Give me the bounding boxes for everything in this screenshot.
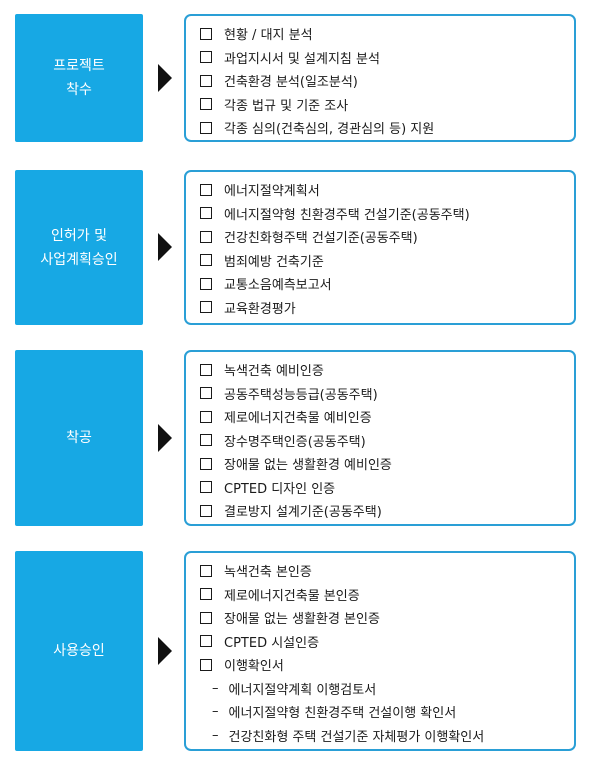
- checkbox-icon[interactable]: [200, 564, 212, 577]
- stage-label-text: 사용승인: [53, 643, 105, 659]
- checklist-sub-item: –건강친화형 주택 건설기준 자체평가 이행확인서: [212, 727, 485, 745]
- checkbox-icon[interactable]: [200, 387, 212, 400]
- arrow-right-icon: [158, 233, 172, 261]
- checkbox-icon[interactable]: [200, 207, 212, 220]
- arrow-right-icon: [158, 424, 172, 452]
- checklist-item: 녹색건축 본인증: [200, 559, 574, 583]
- checkbox-icon[interactable]: [200, 98, 212, 111]
- dash-bullet-icon: –: [212, 727, 219, 743]
- checklist-item: CPTED 시설인증: [200, 630, 574, 654]
- checklist-item: 장애물 없는 생활환경 예비인증: [200, 452, 574, 476]
- dash-bullet-icon: –: [212, 680, 219, 696]
- dash-bullet-icon: –: [212, 704, 219, 720]
- checklist-item: 공동주택성능등급(공동주택): [200, 382, 574, 406]
- stage-label-construction-start: 착공: [15, 350, 143, 526]
- checklist-item: 제로에너지건축물 예비인증: [200, 405, 574, 429]
- checkbox-icon[interactable]: [200, 183, 212, 196]
- checkbox-icon[interactable]: [200, 481, 212, 494]
- checklist-box-project-start: 현황 / 대지 분석 과업지시서 및 설계지침 분석 건축환경 분석(일조분석)…: [184, 14, 576, 142]
- checkbox-icon[interactable]: [200, 121, 212, 134]
- checklist-item: 장수명주택인증(공동주택): [200, 429, 574, 453]
- checklist-box-permit-approval: 에너지절약계획서 에너지절약형 친환경주택 건설기준(공동주택) 건강친화형주택…: [184, 170, 576, 325]
- checklist-item: 녹색건축 예비인증: [200, 358, 574, 382]
- stage-label-project-start: 프로젝트 착수: [15, 14, 143, 142]
- checkbox-icon[interactable]: [200, 434, 212, 447]
- stage-label-text: 인허가 및 사업계획승인: [40, 227, 118, 268]
- stage-label-text: 착공: [66, 430, 92, 446]
- checkbox-icon[interactable]: [200, 504, 212, 517]
- checklist-item: 과업지시서 및 설계지침 분석: [200, 46, 574, 70]
- checklist-item: 현황 / 대지 분석: [200, 22, 574, 46]
- checkbox-icon[interactable]: [200, 277, 212, 290]
- checkbox-icon[interactable]: [200, 635, 212, 648]
- checkbox-icon[interactable]: [200, 588, 212, 601]
- checklist-item: 에너지절약형 친환경주택 건설기준(공동주택): [200, 202, 574, 226]
- arrow-right-icon: [158, 637, 172, 665]
- checklist-item: 건강친화형주택 건설기준(공동주택): [200, 225, 574, 249]
- checklist-item: 범죄예방 건축기준: [200, 249, 574, 273]
- checkbox-icon[interactable]: [200, 230, 212, 243]
- checkbox-icon[interactable]: [200, 51, 212, 64]
- checkbox-icon[interactable]: [200, 74, 212, 87]
- stage-label-use-approval: 사용승인: [15, 551, 143, 751]
- checkbox-icon[interactable]: [200, 27, 212, 40]
- checklist-box-use-approval: 녹색건축 본인증 제로에너지건축물 본인증 장애물 없는 생활환경 본인증 CP…: [184, 551, 576, 751]
- checkbox-icon[interactable]: [200, 658, 212, 671]
- checkbox-icon[interactable]: [200, 611, 212, 624]
- checkbox-icon[interactable]: [200, 254, 212, 267]
- checklist-item: 이행확인서: [200, 653, 574, 677]
- checklist-item: 교통소음예측보고서: [200, 272, 574, 296]
- stage-label-permit-approval: 인허가 및 사업계획승인: [15, 170, 143, 325]
- checklist-item: 장애물 없는 생활환경 본인증: [200, 606, 574, 630]
- checklist-item: 제로에너지건축물 본인증: [200, 583, 574, 607]
- checkbox-icon[interactable]: [200, 363, 212, 376]
- arrow-right-icon: [158, 64, 172, 92]
- checklist-item: 결로방지 설계기준(공동주택): [200, 499, 574, 523]
- checklist-item: 에너지절약계획서: [200, 178, 574, 202]
- checklist-item: CPTED 디자인 인증: [200, 476, 574, 500]
- checklist-item: 각종 심의(건축심의, 경관심의 등) 지원: [200, 116, 574, 140]
- checkbox-icon[interactable]: [200, 457, 212, 470]
- checklist-item: 교육환경평가: [200, 296, 574, 320]
- stage-label-text: 프로젝트 착수: [53, 58, 105, 98]
- checkbox-icon[interactable]: [200, 301, 212, 314]
- checkbox-icon[interactable]: [200, 410, 212, 423]
- checklist-item: 건축환경 분석(일조분석): [200, 69, 574, 93]
- checklist-sub-item: –에너지절약계획 이행검토서: [212, 680, 377, 698]
- checklist-item: 각종 법규 및 기준 조사: [200, 93, 574, 117]
- checklist-box-construction-start: 녹색건축 예비인증 공동주택성능등급(공동주택) 제로에너지건축물 예비인증 장…: [184, 350, 576, 526]
- checklist-sub-item: –에너지절약형 친환경주택 건설이행 확인서: [212, 704, 457, 722]
